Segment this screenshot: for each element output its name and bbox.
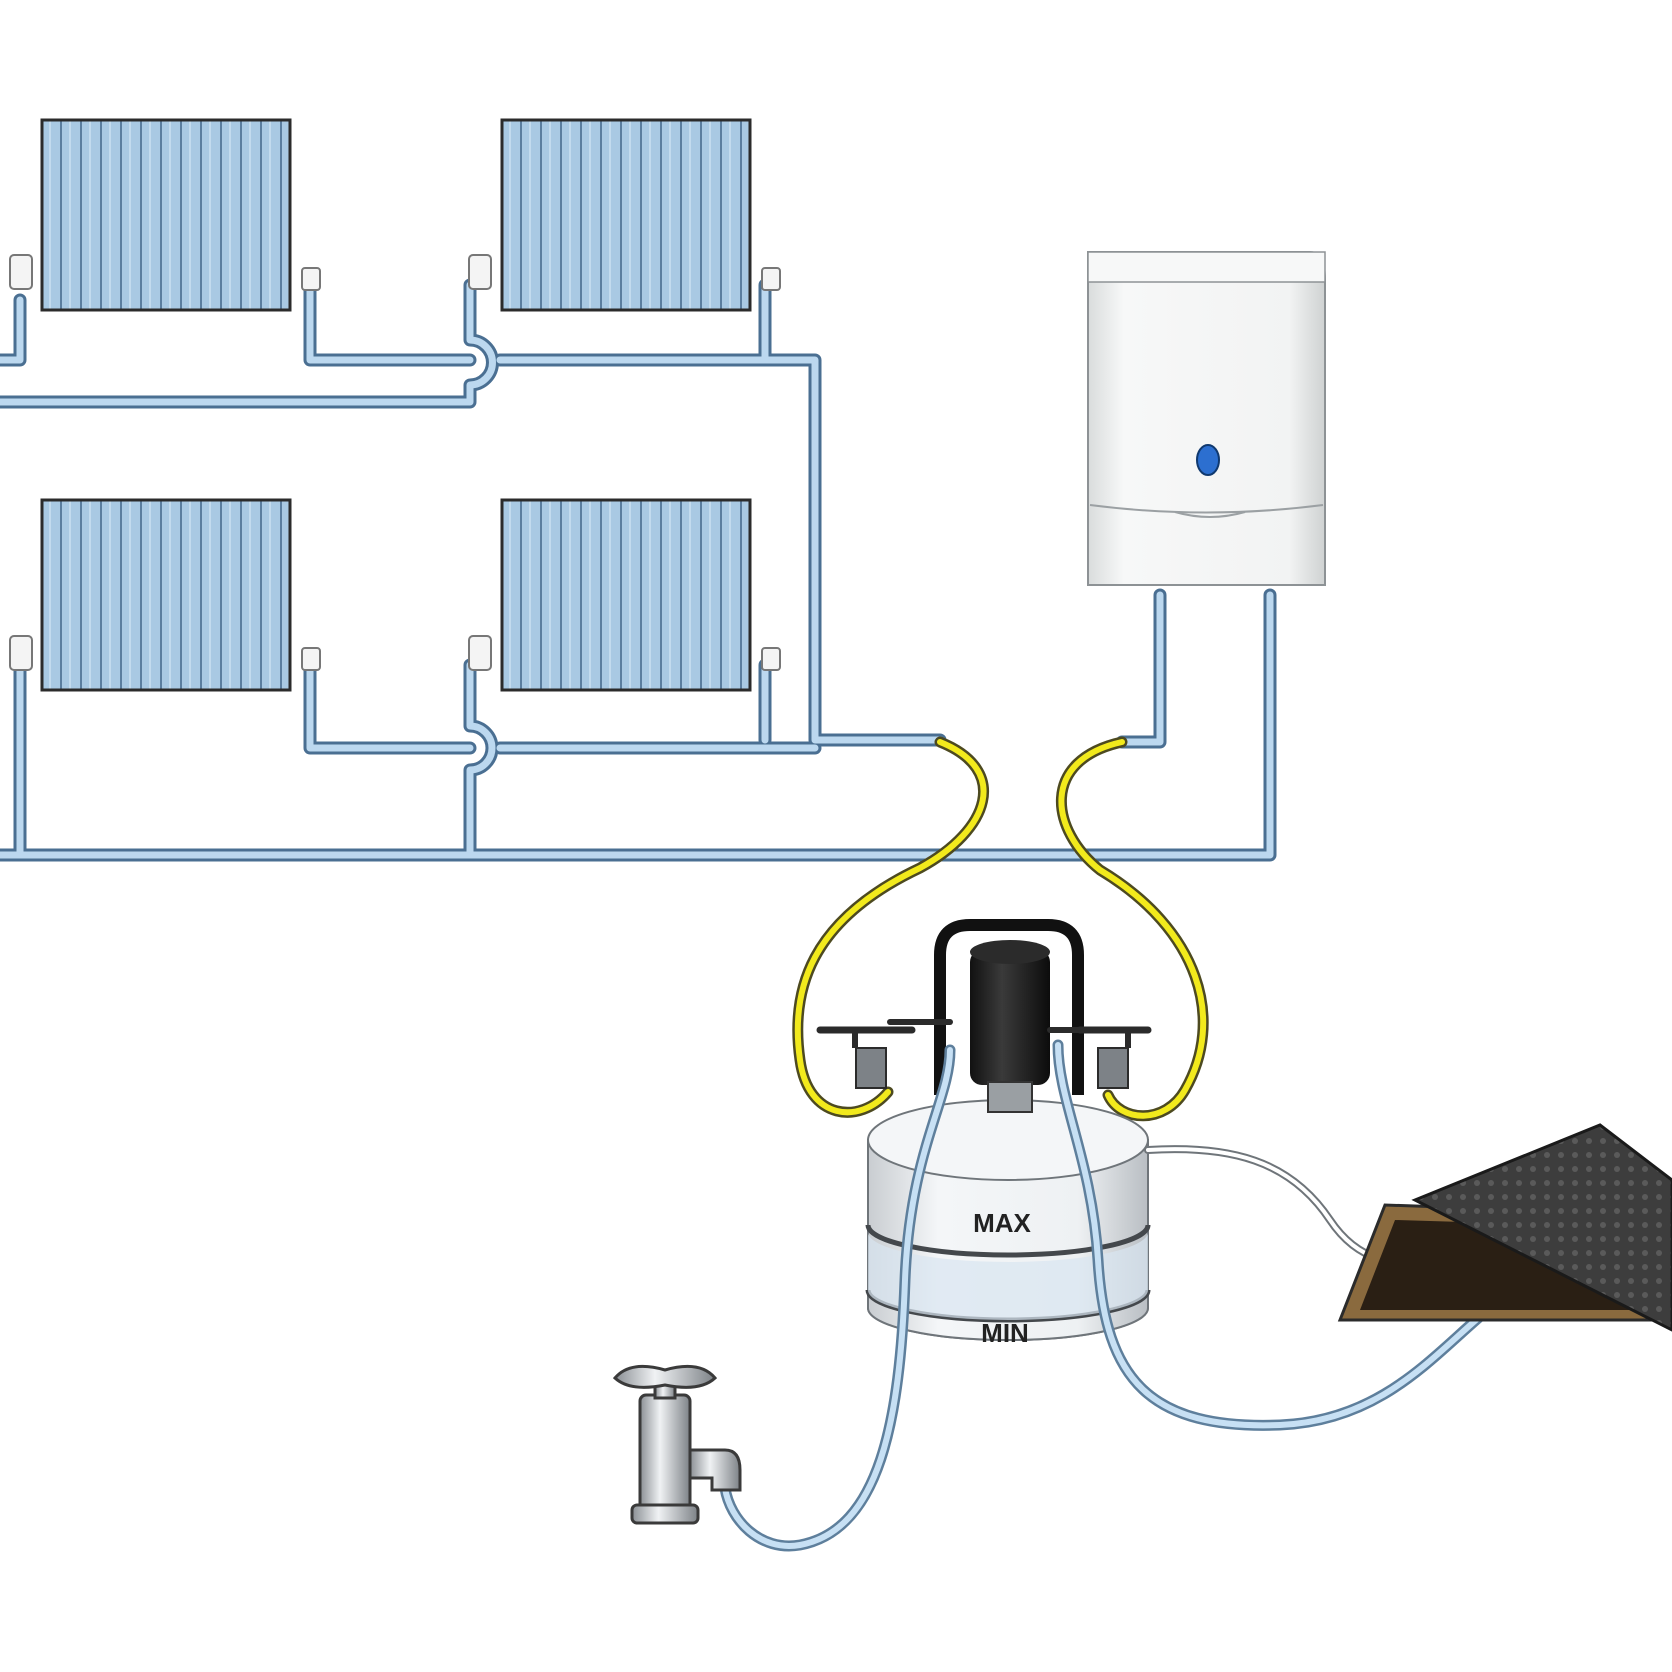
radiator-top-left [40,118,292,312]
lockshield-valve-icon [761,267,781,291]
pipe-network [0,278,1277,862]
lockshield-valve-icon [301,267,321,291]
pump-motor [970,950,1050,1085]
water-tap-icon [612,1364,742,1525]
trv-valve-icon [9,254,33,290]
radiator-bottom-left [40,498,292,692]
radiator-bottom-right [500,498,752,692]
flush-hoses [792,736,1209,1122]
min-level-label: MIN [981,1318,1029,1348]
trv-valve-icon [468,635,492,671]
max-level-label: MAX [973,1208,1031,1238]
top-valve-icon [887,1019,1093,1033]
trv-valve-icon [9,635,33,671]
outlet-valve-icon [1076,1026,1152,1089]
radiator-top-right [500,118,752,312]
boiler [1087,251,1326,586]
lockshield-valve-icon [301,647,321,671]
boiler-flow-pipe [1115,588,1167,749]
lockshield-valve-icon [761,647,781,671]
pump-handle [934,919,1084,1095]
inlet-valve-icon [816,1026,916,1089]
trv-valve-icon [468,254,492,290]
boiler-indicator-icon [1196,444,1220,476]
drain [1337,1123,1672,1332]
radiator-valves [9,254,781,671]
drain-cover-icon [1411,1123,1672,1332]
